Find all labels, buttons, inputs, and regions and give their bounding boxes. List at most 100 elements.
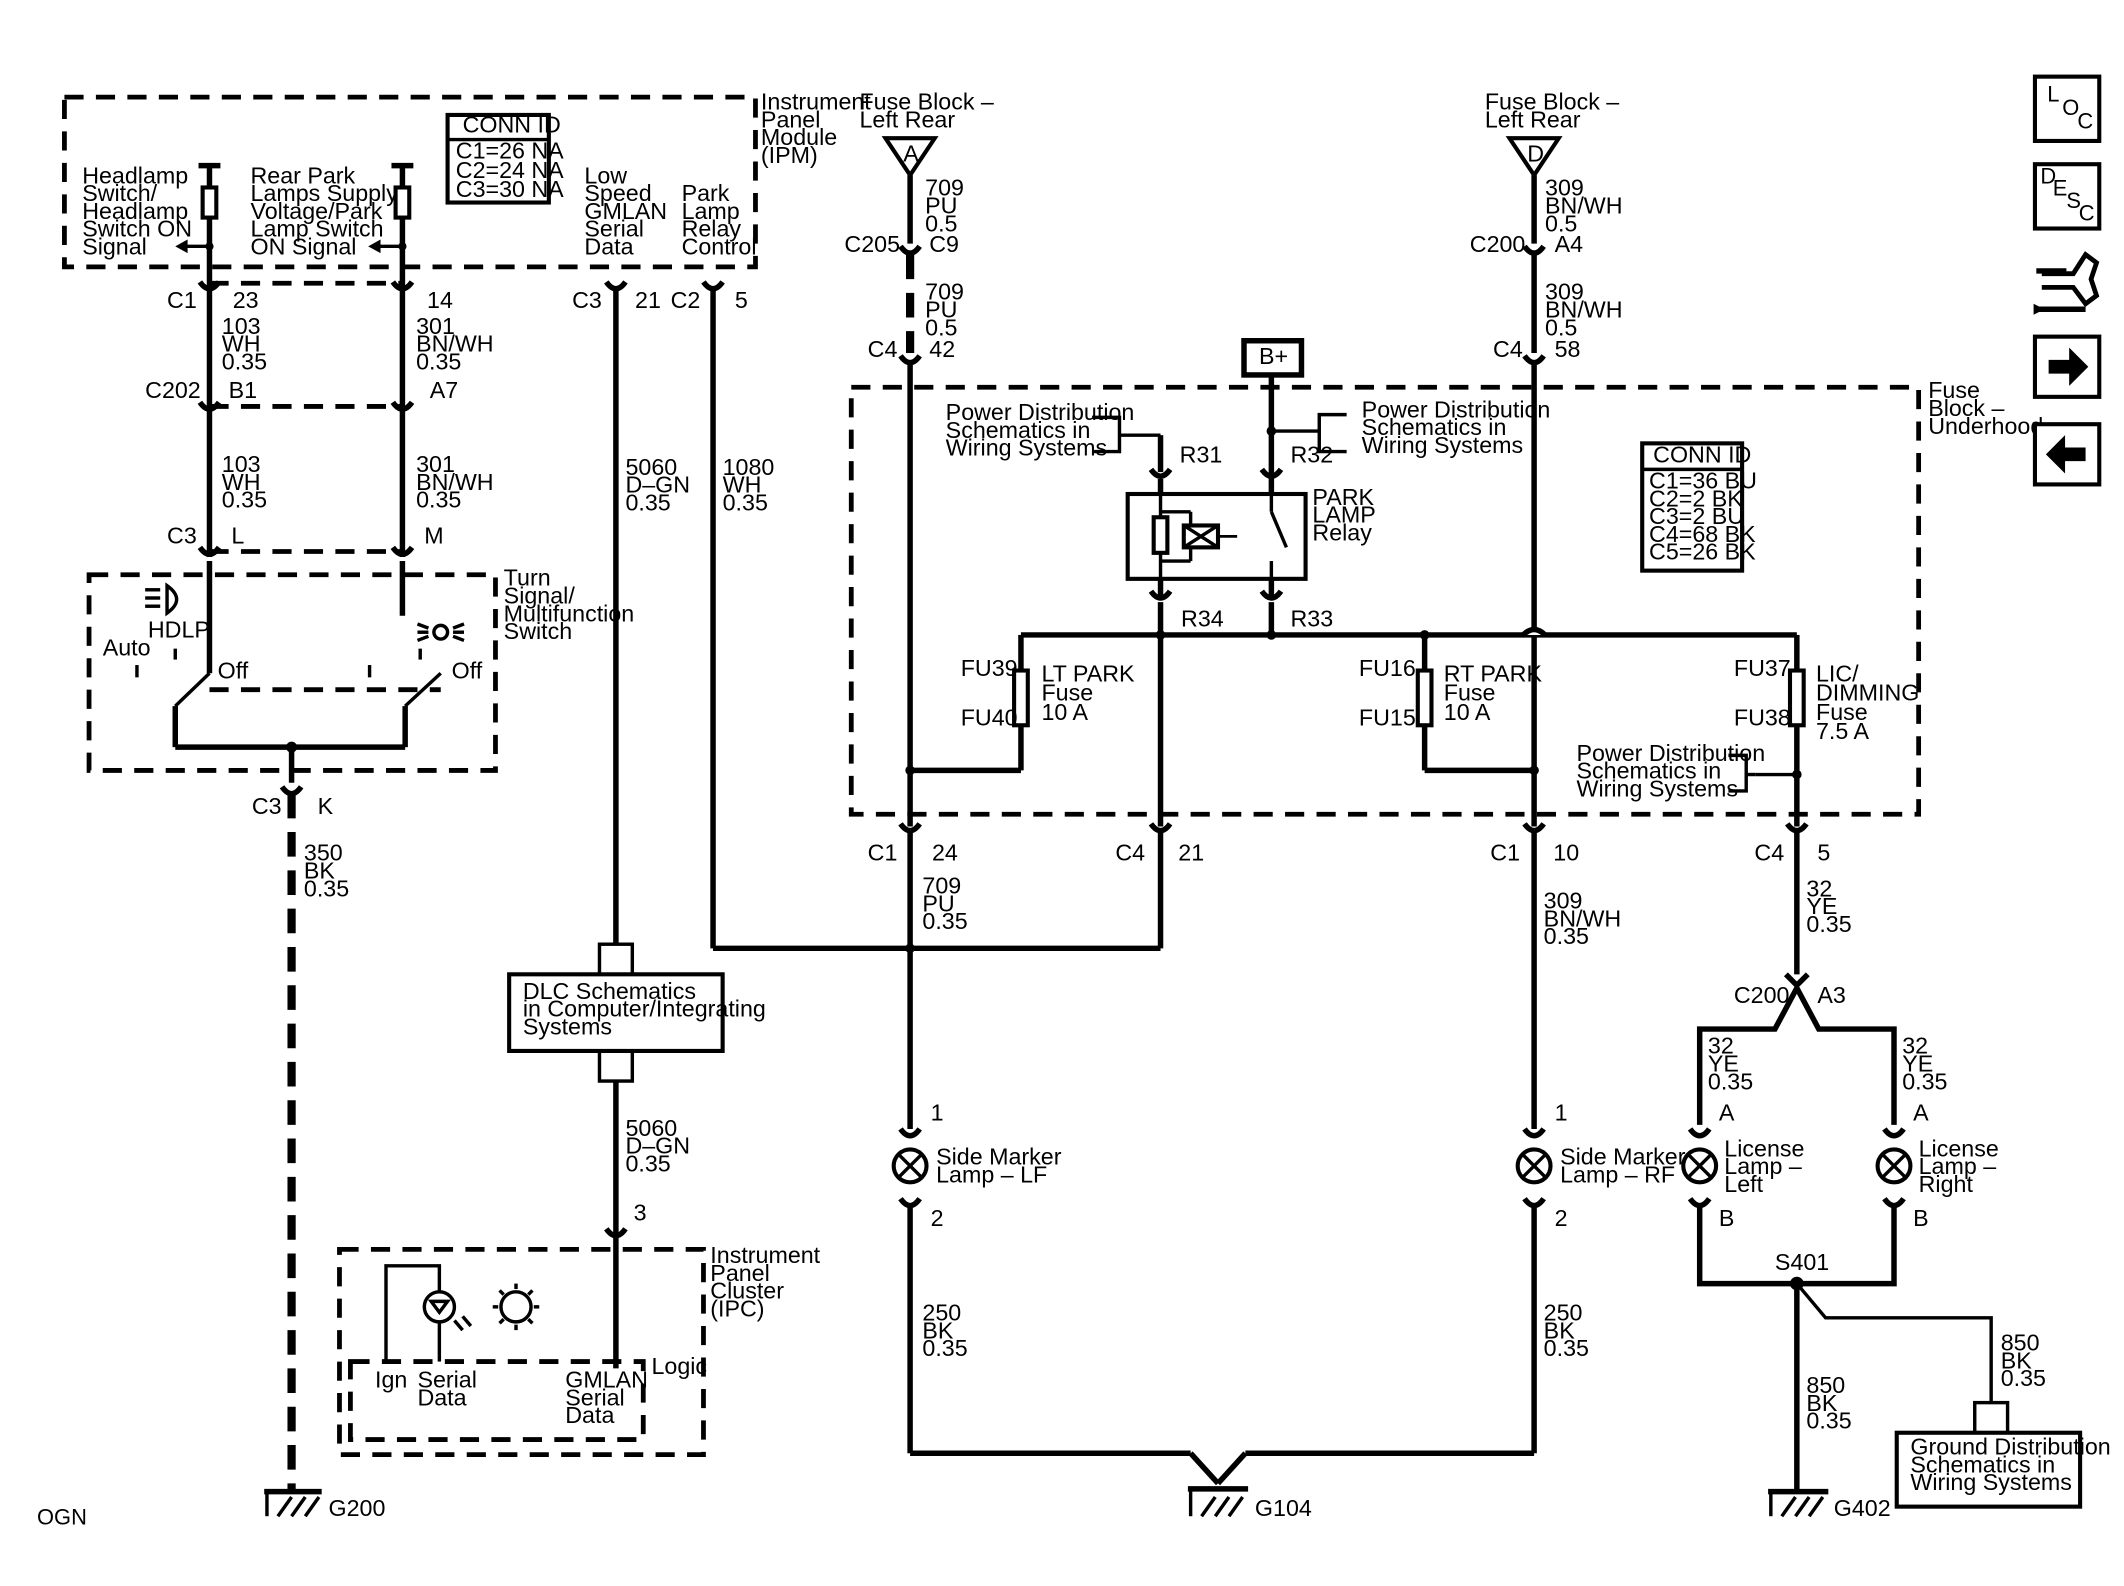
nav-prev-button[interactable] bbox=[2032, 422, 2102, 487]
svg-text:BN/WH: BN/WH bbox=[1544, 905, 1622, 931]
svg-text:0.35: 0.35 bbox=[1544, 923, 1589, 949]
svg-text:L: L bbox=[231, 522, 244, 548]
svg-text:BK: BK bbox=[304, 858, 336, 884]
svg-text:BN/WH: BN/WH bbox=[1545, 296, 1623, 322]
svg-text:Rear Park: Rear Park bbox=[251, 162, 356, 188]
svg-text:PARK: PARK bbox=[1312, 484, 1374, 510]
svg-text:0.35: 0.35 bbox=[1902, 1068, 1947, 1094]
pd-ref-bottom[interactable]: Power Distribution Schematics in Wiring … bbox=[1577, 740, 1766, 802]
license-lamp-left: A B License Lamp – Left bbox=[1681, 1100, 1897, 1287]
svg-text:C4: C4 bbox=[1115, 840, 1145, 866]
svg-text:Module: Module bbox=[761, 124, 837, 150]
svg-text:Underhood: Underhood bbox=[1928, 413, 2043, 439]
footer-code: OGN bbox=[37, 1504, 87, 1529]
svg-text:CONN ID: CONN ID bbox=[463, 112, 561, 138]
nav-next-button[interactable] bbox=[2032, 334, 2102, 399]
fbu-bottom-connectors: C1 24 C4 21 C1 10 C4 5 bbox=[868, 822, 1830, 949]
svg-text:Fuse: Fuse bbox=[1444, 680, 1496, 706]
ipm-signal-gmlan: Low Speed GMLAN Serial Data bbox=[584, 162, 667, 259]
svg-text:58: 58 bbox=[1555, 336, 1581, 362]
splice-s401: S401 850 BK 0.35 850 BK 0.35 bbox=[1775, 1249, 2046, 1492]
ground-distribution-box[interactable]: Ground Distribution Schematics in Wiring… bbox=[1894, 1430, 2111, 1509]
nav-loc-button[interactable]: L O C bbox=[2032, 74, 2102, 143]
svg-text:PU: PU bbox=[922, 890, 954, 916]
svg-text:0.35: 0.35 bbox=[304, 875, 349, 901]
nav-desc-button[interactable]: D E S C bbox=[2032, 162, 2102, 231]
svg-text:709: 709 bbox=[925, 175, 964, 201]
svg-text:Headlamp: Headlamp bbox=[82, 162, 188, 188]
svg-text:5060: 5060 bbox=[625, 1115, 677, 1141]
svg-text:in Computer/Integrating: in Computer/Integrating bbox=[523, 996, 766, 1022]
svg-text:(IPC): (IPC) bbox=[710, 1295, 764, 1321]
svg-text:LT PARK: LT PARK bbox=[1041, 660, 1135, 686]
svg-text:Control: Control bbox=[682, 234, 757, 260]
svg-text:Data: Data bbox=[584, 234, 633, 260]
connector-c202: C202 B1 A7 bbox=[145, 377, 458, 412]
svg-text:G402: G402 bbox=[1834, 1495, 1891, 1521]
svg-text:Relay: Relay bbox=[682, 216, 742, 242]
svg-text:103: 103 bbox=[222, 313, 261, 339]
instrument-panel-cluster: Instrument Panel Cluster (IPC) Logic Ign… bbox=[337, 1242, 821, 1458]
svg-text:G200: G200 bbox=[329, 1495, 386, 1521]
fbu-conn-id-table: CONN ID C1=36 BU C2=2 BK C3=2 BU C4=68 B… bbox=[1640, 441, 1757, 573]
svg-text:2: 2 bbox=[1555, 1205, 1568, 1231]
svg-text:Fuse: Fuse bbox=[1816, 699, 1868, 725]
svg-text:C: C bbox=[2077, 109, 2093, 134]
svg-text:Side Marker: Side Marker bbox=[1560, 1144, 1686, 1170]
svg-text:YE: YE bbox=[1806, 893, 1837, 919]
svg-text:Switch: Switch bbox=[504, 618, 572, 644]
svg-text:C1=26 NA: C1=26 NA bbox=[456, 138, 564, 164]
side-marker-lamp-lf: 709 PU 0.35 1 2 Side Marker Lamp – LF 25… bbox=[891, 832, 1062, 1454]
svg-text:C4=68 BK: C4=68 BK bbox=[1649, 521, 1756, 547]
svg-text:BK: BK bbox=[1806, 1390, 1838, 1416]
svg-text:Right: Right bbox=[1919, 1171, 1974, 1197]
svg-text:Wiring Systems: Wiring Systems bbox=[1577, 775, 1738, 801]
svg-text:GMLAN: GMLAN bbox=[565, 1367, 648, 1393]
svg-text:5060: 5060 bbox=[625, 454, 677, 480]
svg-text:WH: WH bbox=[723, 472, 762, 498]
svg-text:32: 32 bbox=[1708, 1033, 1734, 1059]
svg-text:23: 23 bbox=[233, 287, 259, 313]
svg-text:O: O bbox=[2062, 95, 2079, 120]
svg-text:FU38: FU38 bbox=[1734, 704, 1791, 730]
svg-text:850: 850 bbox=[1806, 1372, 1845, 1398]
svg-text:BN/WH: BN/WH bbox=[1545, 192, 1623, 218]
dlc-reference-box[interactable]: DLC Schematics in Computer/Integrating S… bbox=[507, 972, 766, 1053]
wire-301: 301 BN/WH 0.35 301 BN/WH 0.35 bbox=[399, 290, 494, 557]
svg-text:Left Rear: Left Rear bbox=[1485, 106, 1581, 132]
svg-text:10 A: 10 A bbox=[1444, 699, 1491, 725]
svg-text:Systems: Systems bbox=[523, 1014, 612, 1040]
svg-text:0.35: 0.35 bbox=[416, 487, 461, 513]
svg-text:E: E bbox=[2053, 176, 2068, 201]
pd-ref-left[interactable]: Power Distribution Schematics in Wiring … bbox=[946, 399, 1161, 461]
svg-text:C1: C1 bbox=[868, 840, 898, 866]
svg-text:5: 5 bbox=[1817, 840, 1830, 866]
svg-text:309: 309 bbox=[1545, 175, 1584, 201]
svg-text:A3: A3 bbox=[1817, 982, 1845, 1008]
svg-text:Lamp –: Lamp – bbox=[1724, 1153, 1802, 1179]
connector-tools-icon[interactable] bbox=[2033, 251, 2100, 315]
svg-text:Side Marker: Side Marker bbox=[936, 1144, 1062, 1170]
svg-text:709: 709 bbox=[922, 873, 961, 899]
pd-ref-right[interactable]: Power Distribution Schematics in Wiring … bbox=[1317, 396, 1550, 458]
svg-text:0.35: 0.35 bbox=[1708, 1068, 1753, 1094]
svg-text:Off: Off bbox=[218, 658, 249, 684]
svg-text:BN/WH: BN/WH bbox=[416, 469, 494, 495]
headlamp-icon bbox=[145, 582, 179, 617]
ipm-module: Instrument Panel Module (IPM) CONN ID C1… bbox=[62, 88, 871, 291]
svg-text:Cluster: Cluster bbox=[710, 1278, 784, 1304]
fuse-block-d-left-rear: Fuse Block – Left Rear D bbox=[1485, 88, 1619, 179]
lic-dimming-fuse: FU37 FU38 LIC/ DIMMING Fuse 7.5 A bbox=[1734, 634, 1919, 827]
svg-text:Serial: Serial bbox=[584, 216, 643, 242]
svg-text:350: 350 bbox=[304, 840, 343, 866]
svg-text:License: License bbox=[1724, 1135, 1804, 1161]
svg-text:Fuse Block –: Fuse Block – bbox=[1485, 88, 1619, 114]
sun-lamp-icon bbox=[492, 1283, 540, 1331]
svg-text:Headlamp: Headlamp bbox=[82, 198, 188, 224]
svg-text:Wiring Systems: Wiring Systems bbox=[1910, 1469, 2071, 1495]
fuse-block-a-left-rear: Fuse Block – Left Rear A bbox=[859, 88, 994, 179]
svg-text:Power Distribution: Power Distribution bbox=[1577, 740, 1766, 766]
svg-text:0.35: 0.35 bbox=[723, 489, 768, 515]
svg-text:S: S bbox=[2066, 188, 2081, 213]
